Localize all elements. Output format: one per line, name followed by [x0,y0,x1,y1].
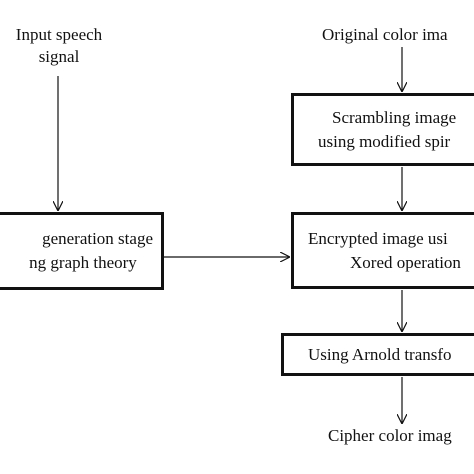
key-generation-line-1: generation stage [42,229,153,248]
encrypted-line-1: Encrypted image usi [308,228,448,248]
cipher-image-label: Cipher color imag [328,426,452,445]
scrambling-line-1: Scrambling image [332,107,457,127]
encrypted-box: Encrypted image usi Xored operation [291,212,474,289]
scrambling-box: Scrambling image using modified spir [291,93,474,166]
encrypted-line-2: Xored operation [350,252,461,272]
arnold-box: Using Arnold transfo [281,333,474,376]
input-speech-line-1: Input speech [15,25,103,44]
input-speech-label: Input speech signal [0,24,118,68]
input-speech-line-2: signal [38,47,80,66]
key-generation-line-2: ng graph theory [29,253,137,272]
scrambling-line-2: using modified spir [318,131,451,151]
original-image-label: Original color ima [322,25,448,44]
arnold-line: Using Arnold transfo [308,344,452,364]
key-generation-box: generation stage ng graph theory [0,212,164,290]
